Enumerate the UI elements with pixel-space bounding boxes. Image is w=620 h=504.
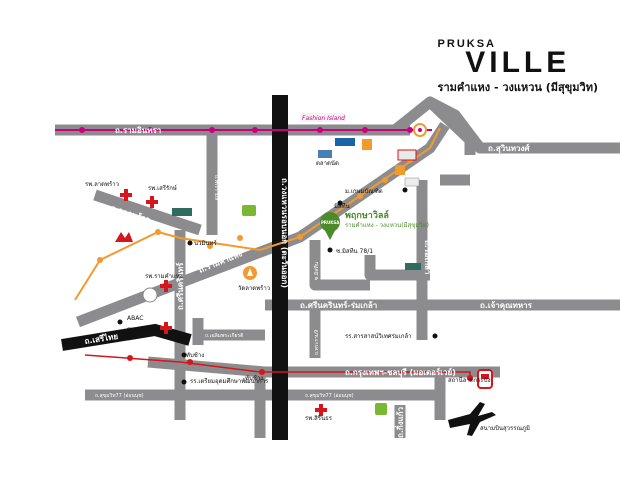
fashion-island-text: Fashion Island [302, 115, 345, 122]
label-ring-road: ถ.วงแหวนรอบนอก (ตะวันออก) [280, 178, 289, 288]
logo-market [172, 208, 192, 216]
road-inner-left [192, 318, 265, 345]
place-nawamin: นวมินทร์ [194, 239, 217, 247]
logo-school [405, 263, 421, 270]
label-sukhumvit77: ถ.สุขุมวิท77 (อ่อนนุช) [95, 392, 144, 399]
brand-line-2: VILLE [465, 46, 571, 79]
hospital-icon [315, 404, 327, 416]
place-abac: ABAC [127, 315, 143, 322]
label-srinakarin: ถ.ศรีนครินทร์ [175, 262, 185, 310]
logo-bigc [362, 139, 372, 150]
brand-line-1: PRUKSA [437, 38, 496, 50]
label-krungthep-chonburi: ถ.กรุงเทพฯ-ชลบุรี (มอเตอร์เวย์) [345, 367, 456, 378]
road-latphrao [93, 189, 202, 236]
place-soi-mistine-bottom: ซ.มิสทีน 78/1 [336, 247, 373, 255]
label-rom-klao: ถ.ร่มเกล้า [423, 240, 433, 274]
hospital-icon [160, 322, 172, 334]
hospital-icon [120, 189, 132, 201]
place-school-asian: รร.เตรียมอุดมศึกษาพัฒนาการ [190, 377, 269, 385]
abac-icon [142, 287, 158, 303]
place-minburi: ทับช้าง [245, 375, 263, 382]
label-kingkaew: ถ.กิ่งแก้ว [394, 406, 405, 438]
logo-tops [395, 165, 405, 175]
road-suwinthawong [391, 96, 620, 154]
road-ring-road [272, 95, 288, 440]
logo-m [115, 232, 133, 242]
place-hosp-sirinthorn: รพ.สิรินธร [305, 415, 333, 422]
label-vertical-road: ถ.พระราม9 [213, 175, 219, 200]
logo-fashion-island [300, 113, 346, 122]
place-school-sarasas: รร.สารสาสน์วิเทศร่มเกล้า [345, 332, 412, 340]
label-suwinthawong: ถ.สุวินทวงศ์ [488, 143, 530, 154]
label-chao-khun: ถ.เจ้าคุณทหาร [480, 300, 533, 311]
place-lat-krabang: สถานีลาดกระบัง [448, 376, 491, 384]
logo-green2 [375, 403, 387, 415]
logo-villa [318, 150, 332, 158]
brand-logo: PRUKSA VILLE รามคำแหง - วงแหวน (มีสุขุมว… [438, 38, 598, 96]
brand-line-3: รามคำแหง - วงแหวน (มีสุขุมวิท) [437, 81, 598, 94]
road-soi-2 [364, 255, 430, 281]
place-hosp-ramkhamhaeng: รพ.รามคำแหง [145, 273, 183, 280]
logo-homepro [335, 138, 355, 146]
label-sukhumvit77-b: ถ.สุขุมวิท77 (อ่อนนุช) [305, 392, 354, 399]
hospital-icon [160, 280, 172, 292]
place-hosp-latphrao: รพ.ลาดพร้าว [85, 181, 119, 188]
road-soi-mistine [309, 240, 370, 291]
place-school1: ม.เกษมบัณฑิต [345, 188, 383, 195]
label-on-nut: ถ.อ่อนนุช [445, 393, 466, 399]
road-serithai-dark [61, 323, 192, 351]
airplane-icon [448, 402, 496, 436]
place-airport: สนามบินสุวรรณภูมิ [480, 425, 530, 432]
logo-tesco [397, 149, 417, 161]
place-temple: วัดลาดพร้าว [238, 285, 270, 292]
project-subtitle: รามคำแหง - วงแหวน(มีสุขุมวิท) [345, 221, 429, 229]
project-badge: PRUKSA [321, 220, 340, 225]
place-hosp-sawang: รพ.เสรีรักษ์ [148, 184, 177, 192]
orange-line [74, 127, 441, 301]
place-market: ตลาดนัด [316, 160, 339, 167]
label-srinakarin-romklao: ถ.ศรีนครินทร์-ร่มเกล้า [300, 300, 377, 310]
hospital-icon [146, 196, 158, 208]
label-chaloem: ถ.เฉลิมพระเกียรติ [205, 332, 243, 339]
place-hosp-samitivej: รพ.สมิติเวช [127, 326, 157, 333]
logo-school-2 [404, 177, 420, 187]
road-loop-right [426, 98, 476, 155]
project-title: พฤกษาวิลล์ [345, 209, 389, 221]
label-ramintra: ถ.รามอินทรา [115, 126, 161, 135]
label-soi-ramkhamhaeng: ถ.รามคำแหง 2 [375, 254, 408, 260]
place-thaphra: ทับช้าง [186, 352, 204, 359]
label-chaloem-lower: ถ.พระราม9 [314, 330, 320, 355]
logo-green1 [242, 205, 256, 216]
place-mistine: มิสทีน [334, 202, 350, 210]
label-soi-mistine: ซ.มิสทีน [313, 261, 320, 280]
